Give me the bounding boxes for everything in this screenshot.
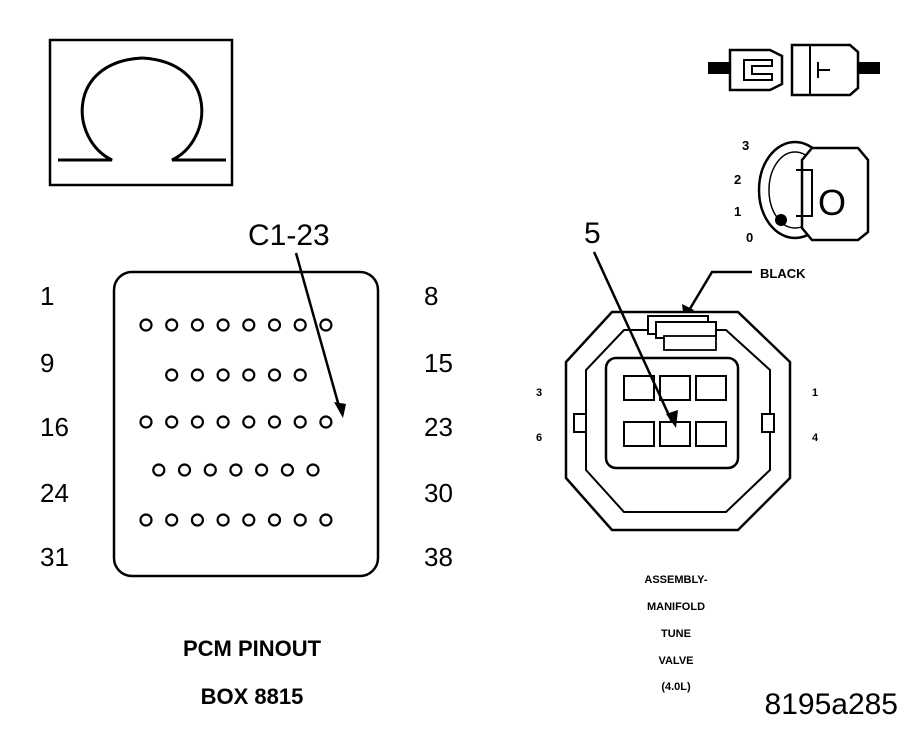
connector-callout-label: 5 bbox=[584, 217, 601, 250]
pcm-pin bbox=[139, 415, 153, 429]
pcm-pin bbox=[242, 415, 256, 429]
pcm-pin bbox=[190, 368, 204, 382]
pcm-left-pin-label: 1 bbox=[40, 281, 54, 311]
pcm-pin bbox=[216, 415, 230, 429]
pcm-pinout: C1-23 1 9 16 24 31 8 15 23 30 38 PCM PIN… bbox=[40, 219, 453, 709]
pcm-pin bbox=[190, 318, 204, 332]
connector-caption-line: MANIFOLD bbox=[647, 601, 705, 613]
pcm-pin bbox=[165, 415, 179, 429]
pcm-callout-arrowhead bbox=[334, 402, 346, 418]
pcm-pin bbox=[293, 415, 307, 429]
connector-caption-line: (4.0L) bbox=[661, 681, 691, 693]
pcm-pin bbox=[242, 513, 256, 527]
connector-inner-shell bbox=[585, 329, 771, 513]
ignition-key-icon: 3 2 1 0 O bbox=[734, 138, 870, 245]
pcm-pin bbox=[242, 368, 256, 382]
pcm-pin bbox=[203, 463, 217, 477]
pcm-right-pin-label: 15 bbox=[424, 348, 453, 378]
ignition-position-1: 1 bbox=[734, 204, 741, 219]
pcm-callout-label: C1-23 bbox=[248, 219, 330, 252]
connector-caption-line: ASSEMBLY- bbox=[644, 574, 708, 586]
pcm-pin bbox=[306, 463, 320, 477]
ohmmeter-icon bbox=[48, 38, 234, 187]
ignition-position-2: 2 bbox=[734, 172, 741, 187]
color-leader bbox=[686, 270, 752, 313]
pcm-pin bbox=[139, 318, 153, 332]
pcm-right-pin-label: 8 bbox=[424, 281, 438, 311]
pcm-pin bbox=[267, 318, 282, 332]
pcm-caption-line1: PCM PINOUT bbox=[183, 636, 322, 661]
pcm-pin bbox=[165, 318, 179, 332]
pcm-pin bbox=[293, 368, 307, 382]
pcm-pin bbox=[190, 513, 204, 527]
connector-caption-line: VALVE bbox=[658, 655, 693, 667]
connector-caption-line: TUNE bbox=[661, 628, 691, 640]
figure-id: 8195a285 bbox=[765, 688, 898, 721]
pcm-pin bbox=[216, 318, 230, 332]
pcm-pin-grid bbox=[139, 318, 333, 527]
connector-pin-label-3: 3 bbox=[536, 387, 542, 399]
pcm-pin bbox=[190, 415, 204, 429]
pcm-pin bbox=[267, 415, 282, 429]
ignition-position-3: 3 bbox=[742, 138, 749, 153]
pcm-pin bbox=[165, 513, 179, 527]
disconnected-connector-icon bbox=[708, 43, 880, 97]
pcm-caption-line2: BOX 8815 bbox=[201, 684, 304, 709]
pcm-pin bbox=[139, 513, 153, 527]
pcm-right-pin-label: 23 bbox=[424, 412, 453, 442]
pcm-pin bbox=[280, 463, 294, 477]
pcm-pin bbox=[216, 368, 230, 382]
pcm-pin bbox=[229, 463, 243, 477]
pcm-pin bbox=[293, 513, 307, 527]
pcm-pin bbox=[267, 368, 282, 382]
pcm-pin bbox=[216, 513, 230, 527]
pcm-pin bbox=[267, 513, 282, 527]
ignition-position-0: 0 bbox=[746, 230, 753, 245]
pcm-pin bbox=[319, 318, 333, 332]
connector-color-label: BLACK bbox=[760, 266, 806, 281]
pcm-left-pin-label: 24 bbox=[40, 478, 69, 508]
pcm-pin bbox=[319, 513, 333, 527]
pcm-pin bbox=[242, 318, 256, 332]
connector-pin-label-6: 6 bbox=[536, 432, 542, 444]
pcm-pin-target bbox=[152, 463, 166, 477]
pcm-right-pin-label: 38 bbox=[424, 542, 453, 572]
pcm-pin bbox=[165, 368, 179, 382]
pcm-pin bbox=[293, 318, 307, 332]
pcm-callout-leader bbox=[294, 252, 342, 411]
pcm-pin bbox=[319, 415, 333, 429]
pcm-pin bbox=[255, 463, 269, 477]
connector-pin-cavities bbox=[623, 375, 727, 447]
connector-pin-label-4: 4 bbox=[812, 432, 819, 444]
pcm-left-pin-label: 9 bbox=[40, 348, 54, 378]
tune-valve-connector: 5 BLACK 3 6 1 4 ASSEMBLY- MANIFOLD bbox=[536, 217, 819, 693]
pcm-right-pin-label: 30 bbox=[424, 478, 453, 508]
connector-pin-label-1: 1 bbox=[812, 387, 818, 399]
pcm-left-pin-label: 31 bbox=[40, 542, 69, 572]
pcm-pin bbox=[177, 463, 192, 477]
connector-callout-leader bbox=[592, 251, 674, 423]
pcm-left-pin-label: 16 bbox=[40, 412, 69, 442]
ignition-key-letter: O bbox=[818, 182, 846, 223]
